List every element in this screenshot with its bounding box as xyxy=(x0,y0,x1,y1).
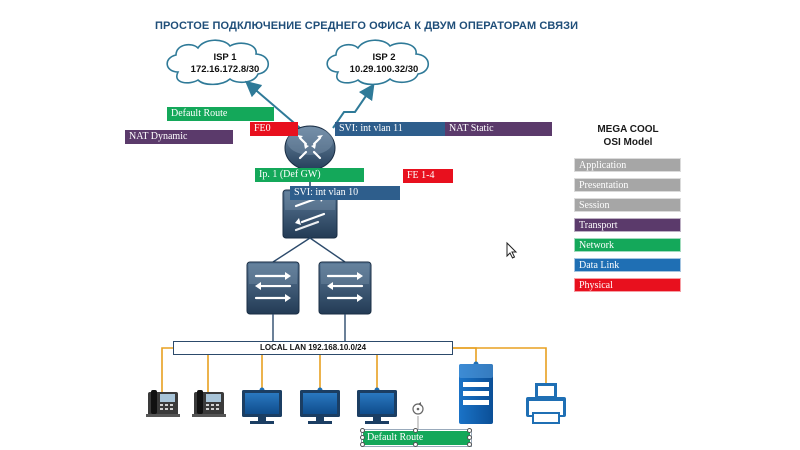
label-fe0[interactable]: FE0 xyxy=(250,122,298,136)
osi-legend-title: MEGA COOL OSI Model xyxy=(575,123,681,149)
osi-layer-presentation: Presentation xyxy=(574,178,681,192)
lan-links xyxy=(161,347,547,392)
isp1-subnet: 172.16.172.8/30 xyxy=(190,64,260,75)
isp2-name: ISP 2 xyxy=(372,52,396,63)
isp1-cloud xyxy=(166,39,270,86)
server-icon[interactable] xyxy=(459,361,493,425)
printer-icon[interactable] xyxy=(526,383,566,424)
workstation-1-icon[interactable] xyxy=(242,387,282,425)
osi-layer-physical: Physical xyxy=(574,278,681,292)
osi-layer-datalink: Data Link xyxy=(574,258,681,272)
isp2-subnet: 10.29.100.32/30 xyxy=(349,64,419,75)
mouse-cursor-icon xyxy=(506,241,518,259)
osi-title-line1: MEGA COOL xyxy=(597,124,659,135)
label-svi-vlan11[interactable]: SVI: int vlan 11 xyxy=(335,122,445,136)
label-fe1-4[interactable]: FE 1-4 xyxy=(403,169,453,183)
label-nat-static[interactable]: NAT Static xyxy=(445,122,552,136)
selection-handle-bottom-left[interactable] xyxy=(360,442,365,447)
selection-handle-middle-left[interactable] xyxy=(360,435,365,440)
label-nat-dynamic[interactable]: NAT Dynamic xyxy=(125,130,233,144)
selection-handle-top-right[interactable] xyxy=(467,428,472,433)
uplink-isp2-arrow xyxy=(332,83,375,129)
rotate-handle-icon[interactable] xyxy=(412,402,424,415)
label-ip1-def-gw[interactable]: Ip. 1 (Def GW) xyxy=(255,168,364,182)
selection-handle-middle-right[interactable] xyxy=(467,435,472,440)
local-lan-bar[interactable]: LOCAL LAN 192.168.10.0/24 xyxy=(173,341,453,355)
access-switch-1-icon[interactable] xyxy=(246,261,300,315)
access-switch-2-icon[interactable] xyxy=(318,261,372,315)
label-svi-vlan10[interactable]: SVI: int vlan 10 xyxy=(290,186,400,200)
isp1-label: ISP 1 172.16.172.8/30 xyxy=(178,52,272,76)
isp1-name: ISP 1 xyxy=(213,52,237,63)
diagram-title: ПРОСТОЕ ПОДКЛЮЧЕНИЕ СРЕДНЕГО ОФИСА К ДВУ… xyxy=(155,20,579,32)
label-default-route-selected[interactable]: Default Route xyxy=(361,429,472,447)
ip-phone-1-icon[interactable] xyxy=(146,390,180,417)
osi-layer-session: Session xyxy=(574,198,681,212)
router-icon[interactable] xyxy=(284,125,336,171)
osi-title-line2: OSI Model xyxy=(603,137,653,148)
uplink-isp1-arrow xyxy=(244,80,301,129)
selection-handle-top-middle[interactable] xyxy=(413,428,418,433)
osi-layer-transport: Transport xyxy=(574,218,681,232)
osi-layer-network: Network xyxy=(574,238,681,252)
isp2-label: ISP 2 10.29.100.32/30 xyxy=(336,52,432,76)
workstation-2-icon[interactable] xyxy=(300,387,340,425)
label-default-route[interactable]: Default Route xyxy=(167,107,274,121)
osi-layer-application: Application xyxy=(574,158,681,172)
selection-handle-bottom-right[interactable] xyxy=(467,442,472,447)
ip-phone-2-icon[interactable] xyxy=(192,390,226,417)
selection-handle-bottom-middle[interactable] xyxy=(413,442,418,447)
workstation-3-icon[interactable] xyxy=(357,387,397,425)
selection-handle-top-left[interactable] xyxy=(360,428,365,433)
